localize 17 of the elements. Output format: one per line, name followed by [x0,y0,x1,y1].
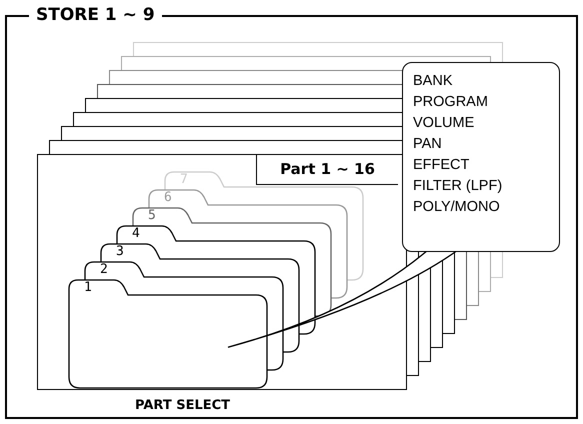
parameter-name: PAN [413,135,443,154]
section-label: PART SELECT [135,398,230,413]
card-heading: Part 1 ~ 16 [256,155,398,185]
folder-number: 3 [116,244,124,259]
parameter-name: FILTER (LPF) [413,177,504,196]
folder-number: 2 [100,262,108,277]
callout-pointer [227,249,459,348]
folder-number: 1 [84,280,92,295]
parameter-name: EFFECT [413,156,470,175]
parameter-name: BANK [413,72,454,91]
folder-number: 4 [132,226,140,241]
parameter-name: VOLUME [413,114,476,133]
callout-bubble [402,62,560,252]
parameter-name: POLY/MONO [413,198,501,217]
parameter-name: PROGRAM [413,93,489,112]
folder-number: 5 [148,208,156,223]
folder-number: 6 [164,190,172,205]
